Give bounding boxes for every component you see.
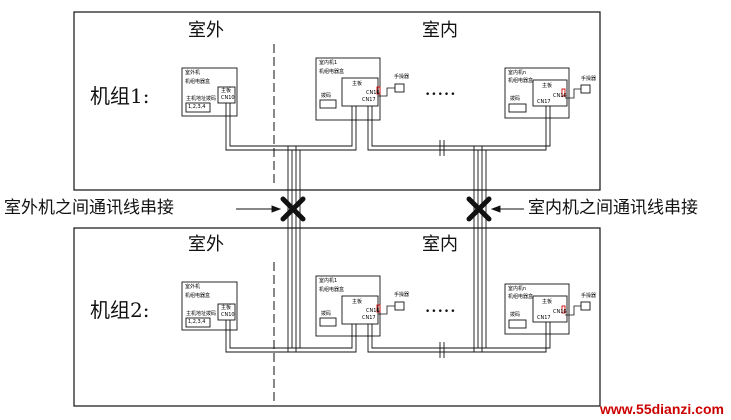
- g2-indoorn-main: 主板: [542, 299, 553, 305]
- g2-outdoor-title: 室外机: [185, 284, 201, 290]
- g2-outdoor-box: 机组电器盒: [185, 293, 211, 299]
- group2-frame: [73, 227, 601, 407]
- g2-indoor1-controller: 手操器: [394, 292, 410, 298]
- g2-indoorn-sub: 拨码: [510, 312, 521, 318]
- outdoor-link-caption: 室外机之间通讯线串接: [4, 198, 174, 218]
- g1-outdoor-main: 主板: [221, 88, 232, 94]
- indoor-link-cross: [466, 196, 492, 222]
- g2-outdoor-code: 1,2,3,4: [188, 319, 206, 325]
- g2-indoor1-sub: 拨码: [321, 311, 332, 317]
- g1-indoorn-port-b: CN17: [537, 99, 551, 105]
- group2-outdoor-unit: [181, 281, 238, 331]
- ellipsis-group1: •••••: [425, 90, 457, 100]
- zone-indoor-label-2: 室内: [422, 234, 458, 255]
- g1-indoorn-title: 室内机n: [508, 70, 527, 76]
- g1-indoorn-box: 机组电器盒: [508, 78, 534, 84]
- g1-indoor1-port-a: CN16: [366, 90, 380, 96]
- g2-indoorn-box: 机组电器盒: [508, 294, 534, 300]
- ellipsis-group2: •••••: [425, 307, 457, 317]
- group1-frame: [73, 11, 601, 191]
- g2-indoor1-main: 主板: [352, 299, 363, 305]
- g1-outdoor-port: CN10: [221, 95, 235, 101]
- g1-indoor1-sub: 拨码: [321, 93, 332, 99]
- group1-outdoor-unit: [181, 67, 238, 117]
- zone-indoor-label-1: 室内: [422, 20, 458, 41]
- g1-indoor1-title: 室内机1: [319, 60, 338, 66]
- indoor-link-caption: 室内机之间通讯线串接: [528, 198, 698, 218]
- g2-indoorn-port-a: CN16: [553, 309, 567, 315]
- g1-indoorn-controller: 手操器: [581, 76, 597, 82]
- g1-outdoor-code: 1,2,3,4: [188, 104, 206, 110]
- g2-indoorn-title: 室内机n: [508, 286, 527, 292]
- g1-indoor1-box: 机组电器盒: [319, 69, 345, 75]
- g1-indoor1-port-b: CN17: [362, 97, 376, 103]
- group2-label: 机组2:: [90, 298, 150, 322]
- group1-comm-wiring: [225, 103, 551, 156]
- group1-label: 机组1:: [90, 84, 150, 108]
- caption-arrows: [236, 205, 524, 213]
- g1-outdoor-box: 机组电器盒: [185, 79, 211, 85]
- g2-indoor1-port-b: CN17: [362, 315, 376, 321]
- outdoor-link-cross: [280, 196, 306, 222]
- g2-indoorn-port-b: CN17: [537, 315, 551, 321]
- g1-indoor1-main: 主板: [352, 81, 363, 87]
- inter-group-links: [287, 146, 487, 352]
- group2-comm-wiring: [225, 320, 551, 358]
- g2-indoor1-port-a: CN16: [366, 308, 380, 314]
- watermark: www.55dianzi.com: [600, 401, 724, 417]
- g2-indoorn-controller: 手操器: [581, 293, 597, 299]
- g2-outdoor-sub: 主机地址拨码: [186, 311, 217, 317]
- g1-indoor1-controller: 手操器: [394, 74, 410, 80]
- g1-indoorn-sub: 拨码: [510, 96, 521, 102]
- g1-outdoor-sub: 主机地址拨码: [186, 96, 217, 102]
- group1-indoor-unit-1: [315, 57, 405, 121]
- g2-outdoor-main: 主板: [221, 305, 232, 311]
- g1-outdoor-title: 室外机: [185, 70, 201, 76]
- controller-leads: [378, 87, 581, 316]
- g2-indoor1-box: 机组电器盒: [319, 287, 345, 293]
- g2-indoor1-title: 室内机1: [319, 278, 338, 284]
- zone-outdoor-label-2: 室外: [188, 234, 224, 255]
- g1-indoorn-main: 主板: [542, 83, 553, 89]
- g2-outdoor-port: CN10: [221, 312, 235, 318]
- g1-indoorn-port-a: CN16: [553, 93, 567, 99]
- connector-marks: [376, 86, 566, 314]
- zone-outdoor-label-1: 室外: [188, 20, 224, 41]
